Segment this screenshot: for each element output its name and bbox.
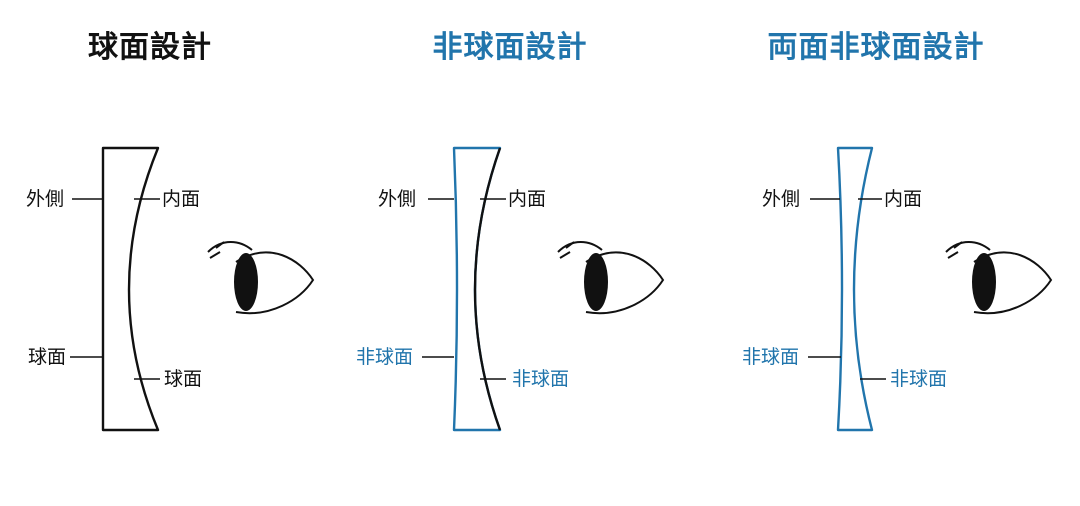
panel-double-aspheric: 両面非球面設計 外側 内面 非球面 非球面 bbox=[700, 0, 1060, 506]
lens-diagram bbox=[422, 146, 665, 432]
label-outer-top: 外側 bbox=[26, 188, 65, 210]
label-inner-bottom: 球面 bbox=[164, 368, 203, 390]
panel-title: 非球面設計 bbox=[432, 30, 588, 65]
eye-icon bbox=[557, 241, 665, 315]
lens-shape bbox=[452, 146, 502, 432]
label-outer-bottom: 非球面 bbox=[356, 346, 414, 368]
panel-title: 両面非球面設計 bbox=[767, 30, 985, 65]
panel-title: 球面設計 bbox=[88, 30, 212, 65]
lens-diagram bbox=[70, 146, 315, 432]
label-inner-top: 内面 bbox=[884, 188, 923, 210]
panel-aspheric: 非球面設計 外側 内面 非球面 非球面 bbox=[350, 0, 710, 506]
label-inner-bottom: 非球面 bbox=[512, 368, 570, 390]
lens-inner-surface bbox=[473, 147, 502, 431]
lens-diagram bbox=[808, 146, 1053, 432]
eye-icon bbox=[207, 241, 315, 315]
label-outer-bottom: 球面 bbox=[28, 346, 67, 368]
label-outer-top: 外側 bbox=[762, 188, 801, 210]
lens-shape bbox=[101, 146, 160, 432]
eye-icon bbox=[945, 241, 1053, 315]
label-outer-bottom: 非球面 bbox=[742, 346, 800, 368]
label-inner-top: 内面 bbox=[508, 188, 547, 210]
lens-shape bbox=[836, 146, 874, 432]
label-outer-top: 外側 bbox=[378, 188, 417, 210]
label-inner-top: 内面 bbox=[162, 188, 201, 210]
panel-spherical: 球面設計 外側 内面 球面 球面 bbox=[0, 0, 360, 506]
label-inner-bottom: 非球面 bbox=[890, 368, 948, 390]
